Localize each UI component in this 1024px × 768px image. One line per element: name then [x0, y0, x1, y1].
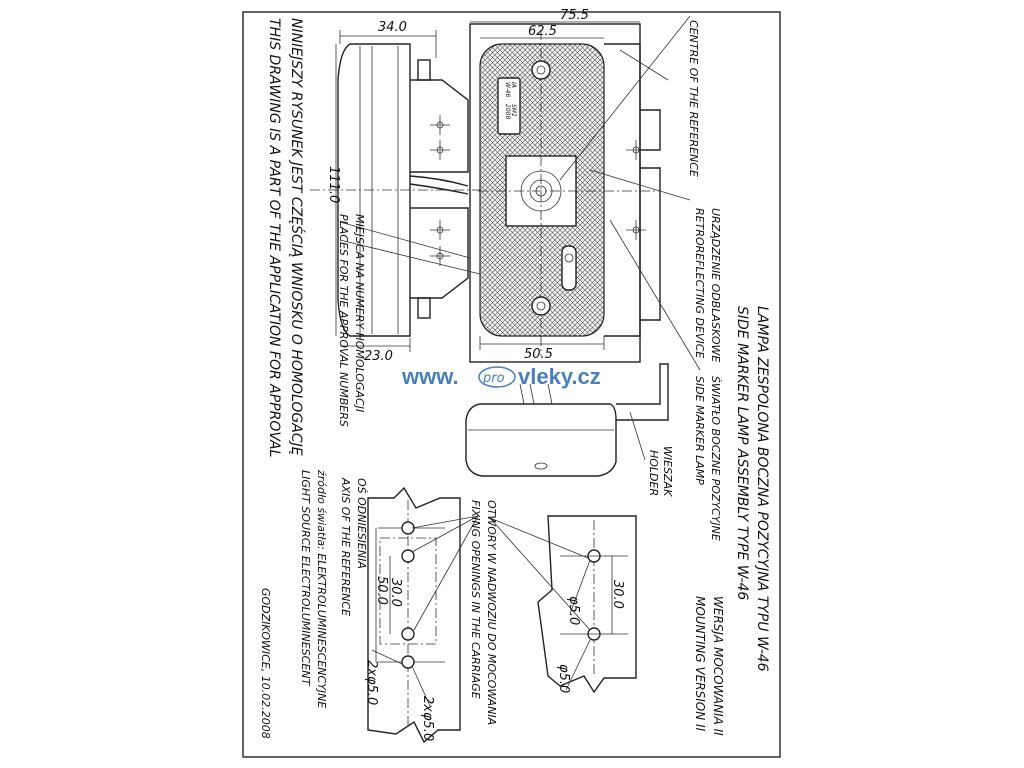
label-holder-en: HOLDER: [647, 450, 660, 496]
dim-50: 50.0: [374, 576, 389, 605]
marking-4: 2008: [504, 104, 511, 119]
top-screw: [531, 60, 551, 80]
dim-2x5-right: 2xφ5.0: [420, 696, 435, 741]
title-pl: LAMPA ZESPOLONA BOCZNA POZYCYJNA TYPU W-…: [754, 306, 770, 672]
label-source-en: LIGHT SOURCE ELECTROLUMINESCENT: [299, 470, 312, 687]
marking-1: IA: [510, 82, 517, 88]
label-approval-en: PLACES FOR THE APPROVAL NUMBERS: [337, 214, 350, 427]
label-lamp-en: SIDE MARKER LAMP: [693, 376, 706, 485]
dim-34: 34.0: [378, 20, 407, 35]
label-approval-pl: MIEJSCA NA NUMERY HOMOLOGACJI: [353, 214, 366, 412]
watermark-logo: www. pro vleky.cz: [401, 364, 601, 389]
marking-3: SM1: [510, 104, 517, 117]
drawing-frame: [242, 11, 781, 758]
label-source-pl: źródło światła: ELEKTROLUMINESCENCYJNE: [315, 469, 328, 708]
dim-phi5-a: φ5.0: [566, 596, 581, 625]
dim-30-right: 30.0: [610, 580, 625, 609]
title-en: SIDE MARKER LAMP ASSEMBLY TYPE W-46: [734, 306, 750, 600]
label-fix-en: FIXING OPENINGS IN THE CARRIAGE: [469, 500, 482, 699]
label-axis-pl: OŚ ODNIESIENIA: [355, 478, 368, 569]
marking-2: W-46: [504, 82, 511, 97]
side-view: [310, 30, 480, 352]
label-axis-en: AXIS OF THE REFERENCE: [339, 477, 352, 616]
watermark-pro: pro: [482, 371, 505, 386]
fixing-template-left: [367, 486, 479, 744]
version-en: MOUNTING VERSION II: [693, 596, 707, 732]
note-pl: NINIEJSZY RYSUNEK JEST CZĘŚCIĄ WNIOSKU O…: [288, 18, 306, 456]
watermark-domain: vleky.cz: [518, 364, 601, 389]
dim-111: 111.0: [326, 166, 341, 203]
bottom-screw: [531, 296, 551, 316]
dim-phi5-b: φ5.0: [556, 664, 571, 693]
front-view: IA W-46 SM1 2008: [339, 15, 701, 371]
label-holder-pl: WIESZAK: [661, 446, 674, 497]
dim-2x5-left: 2xφ5.0: [364, 660, 379, 705]
dim-50-5: 50.5: [524, 347, 553, 362]
label-retro-pl: URZĄDZENIE ODBLASKOWE: [709, 208, 722, 362]
dim-23: 23.0: [364, 349, 393, 364]
fixing-template-right: [489, 515, 637, 694]
label-centre: CENTRE OF THE REFERENCE: [687, 20, 700, 177]
version-pl: WERSJA MOCOWANIA II: [711, 596, 725, 736]
watermark-www: www.: [401, 364, 459, 389]
label-fix-pl: OTWORY W NADWOZIU DO MOCOWANIA: [485, 500, 498, 725]
dim-62-5: 62.5: [528, 24, 557, 39]
place-date: GODZIKOWICE, 10.02.2008: [259, 588, 272, 739]
approval-marking: [497, 77, 521, 135]
label-lamp-pl: ŚWIATŁO BOCZNE POZYCYJNE: [709, 376, 722, 541]
dim-30-left: 30.0: [388, 578, 403, 607]
dim-75-5: 75.5: [560, 8, 589, 23]
holder-view: [465, 363, 669, 477]
note-en: THIS DRAWING IS A PART OF THE APPLICATIO…: [266, 18, 282, 457]
label-retro-en: RETROREFLECTING DEVICE: [693, 208, 706, 358]
